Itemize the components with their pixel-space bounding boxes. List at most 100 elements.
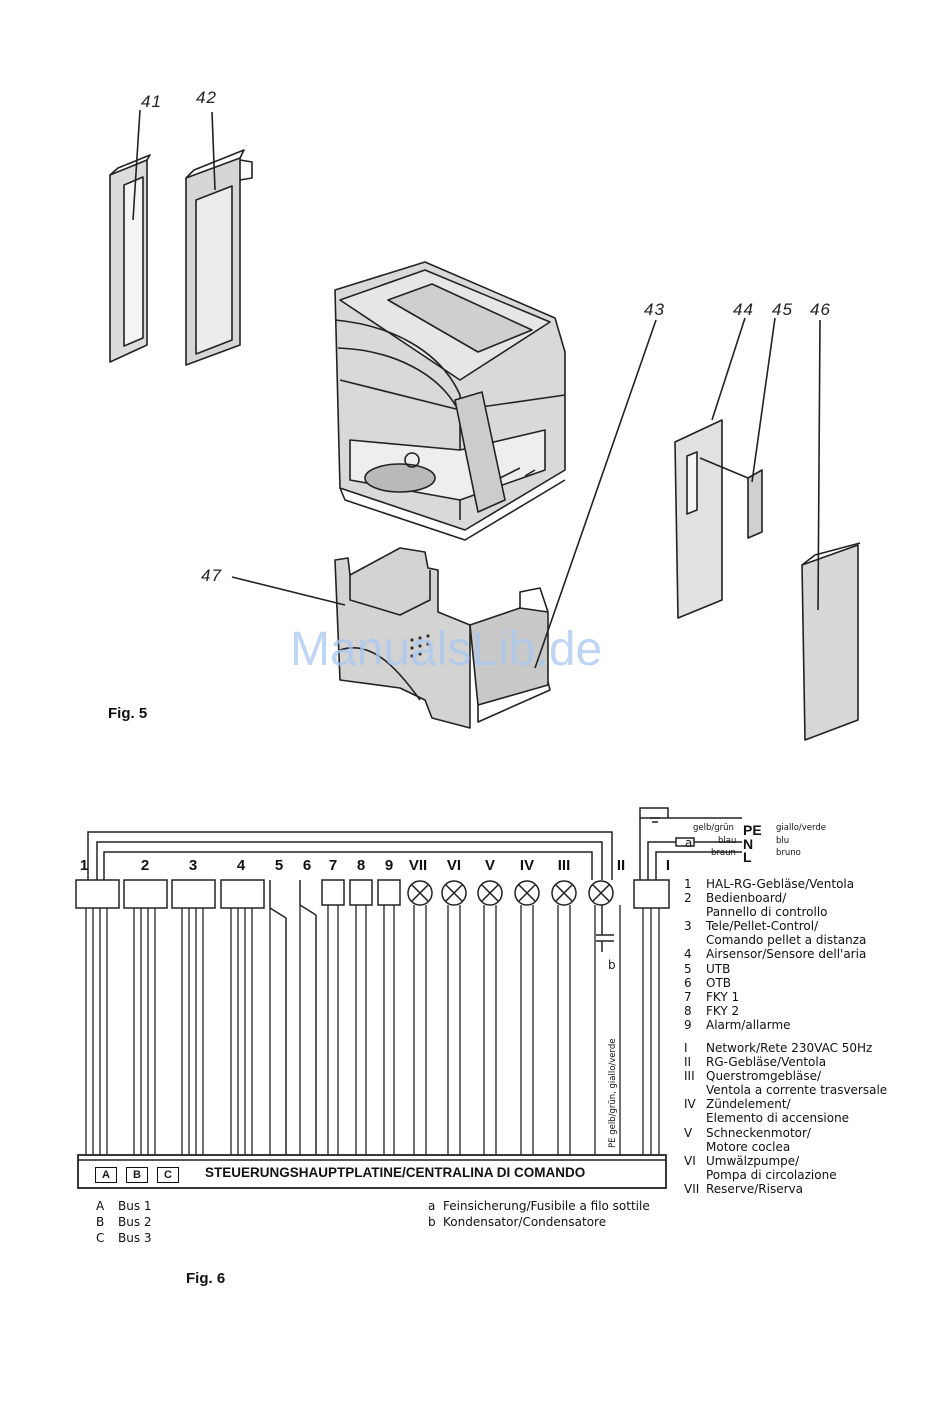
legend-row: 3 Tele/Pellet-Control/ (684, 919, 866, 933)
legend-key: I (684, 1041, 688, 1055)
color-de-pe: gelb/grün (693, 823, 734, 833)
legend-text: Comando pellet a distanza (706, 933, 867, 948)
terminal-label-II: II (616, 857, 626, 874)
legend-key: 7 (684, 989, 692, 1004)
fig5-exploded-view (109, 109, 861, 741)
part-44-panel (674, 317, 746, 619)
color-de-n: blau (718, 836, 737, 846)
legend-text: Kondensator/Condensatore (443, 1215, 607, 1229)
legend-row: 5 UTB (684, 962, 866, 976)
legend-text: UTB (706, 961, 731, 976)
board-title: STEUERUNGSHAUPTPLATINE/CENTRALINA DI COM… (205, 1165, 586, 1180)
legend-key: V (684, 1125, 693, 1140)
legend-text: Motore coclea (706, 1139, 791, 1154)
part-42-side-panel (185, 111, 253, 366)
legend-key: C (96, 1231, 105, 1245)
output-lamps (407, 880, 614, 906)
legend-row: Ventola a corrente trasversale (684, 1083, 887, 1097)
legend-text: Bedienboard/ (706, 891, 787, 906)
legend-key: 6 (684, 975, 692, 990)
legend-key: a (428, 1199, 436, 1213)
callout-47: 47 (201, 566, 222, 585)
legend-text: Querstromgebläse/ (706, 1069, 822, 1084)
fuse-marker: a (685, 836, 693, 850)
terminal-label-VI: VI (446, 857, 462, 874)
terminal-label-V: V (484, 857, 495, 874)
legend-row: Pannello di controllo (684, 905, 866, 919)
legend-row: C Bus 3 (96, 1230, 152, 1246)
legend-key: 9 (684, 1017, 692, 1032)
terminal-label-6: 6 (302, 857, 312, 874)
callout-42: 42 (196, 88, 217, 107)
bus-box-c: C (157, 1167, 179, 1183)
terminal-label-I: I (665, 857, 671, 874)
legend-text: Reserve/Riserva (706, 1181, 803, 1196)
legend-key (684, 1140, 706, 1154)
color-de-l: braun (711, 848, 736, 858)
label-n: N (743, 836, 754, 852)
terminal-label-IV: IV (519, 857, 535, 874)
terminal-label-2: 2 (140, 857, 150, 874)
legend-text: Elemento di accensione (706, 1111, 850, 1126)
legend-text: Bus 2 (118, 1215, 152, 1229)
bus-box-a: A (95, 1167, 117, 1183)
legend-text: HAL-RG-Gebläse/Ventola (706, 877, 855, 891)
color-it-n: blu (776, 836, 790, 846)
legend-row: Elemento di accensione (684, 1111, 887, 1125)
legend-key: 5 (684, 961, 692, 976)
legend-key: VI (684, 1153, 696, 1168)
legend-key: B (96, 1215, 105, 1229)
stove-body (334, 261, 566, 541)
part-47-base-frame (231, 547, 471, 729)
terminal-label-8: 8 (356, 857, 366, 874)
legend-text: Network/Rete 230VAC 50Hz (706, 1041, 873, 1055)
legend-text: Umwälzpumpe/ (706, 1153, 800, 1168)
legend-key: 8 (684, 1003, 692, 1018)
legend-row: Pompa di circolazione (684, 1168, 887, 1182)
legend-text: Tele/Pellet-Control/ (706, 919, 819, 934)
terminal-label-3: 3 (188, 857, 198, 874)
legend-key: IV (684, 1097, 696, 1112)
legend-key (684, 933, 706, 947)
legend-text: RG-Gebläse/Ventola (706, 1055, 827, 1070)
callout-41: 41 (141, 92, 162, 111)
terminal-label-VII: VII (408, 857, 428, 874)
legend-row: 7 FKY 1 (684, 990, 866, 1004)
legend-key: 3 (684, 919, 692, 934)
legend-key (684, 1083, 706, 1097)
terminal-label-5: 5 (274, 857, 284, 874)
label-pe: PE (743, 822, 762, 838)
legend-key: 2 (684, 891, 692, 906)
legend-row: VII Reserve/Riserva (684, 1182, 887, 1196)
legend-row: VI Umwälzpumpe/ (684, 1154, 887, 1168)
watermark: ManualsLib.de (290, 623, 603, 676)
legend-key: b (428, 1215, 436, 1229)
callout-46: 46 (810, 300, 831, 319)
legend-text: FKY 1 (706, 989, 740, 1004)
legend-text: Zündelement/ (706, 1097, 791, 1112)
part-41-side-panel (109, 109, 151, 363)
legend-row: Comando pellet a distanza (684, 933, 866, 947)
callout-43: 43 (644, 300, 665, 319)
legend-key: VII (684, 1181, 700, 1196)
color-it-pe: giallo/verde (776, 823, 826, 833)
part-43-front-plate (469, 319, 657, 723)
terminal-label-4: 4 (236, 857, 246, 874)
terminal-label-7: 7 (328, 857, 338, 874)
legend-row: b Kondensator/Condensatore (428, 1214, 650, 1230)
legend-key (684, 1168, 706, 1182)
terminal-label-III: III (557, 857, 571, 874)
fig5-caption: Fig. 5 (108, 705, 148, 722)
legend-text: Bus 3 (118, 1231, 152, 1245)
